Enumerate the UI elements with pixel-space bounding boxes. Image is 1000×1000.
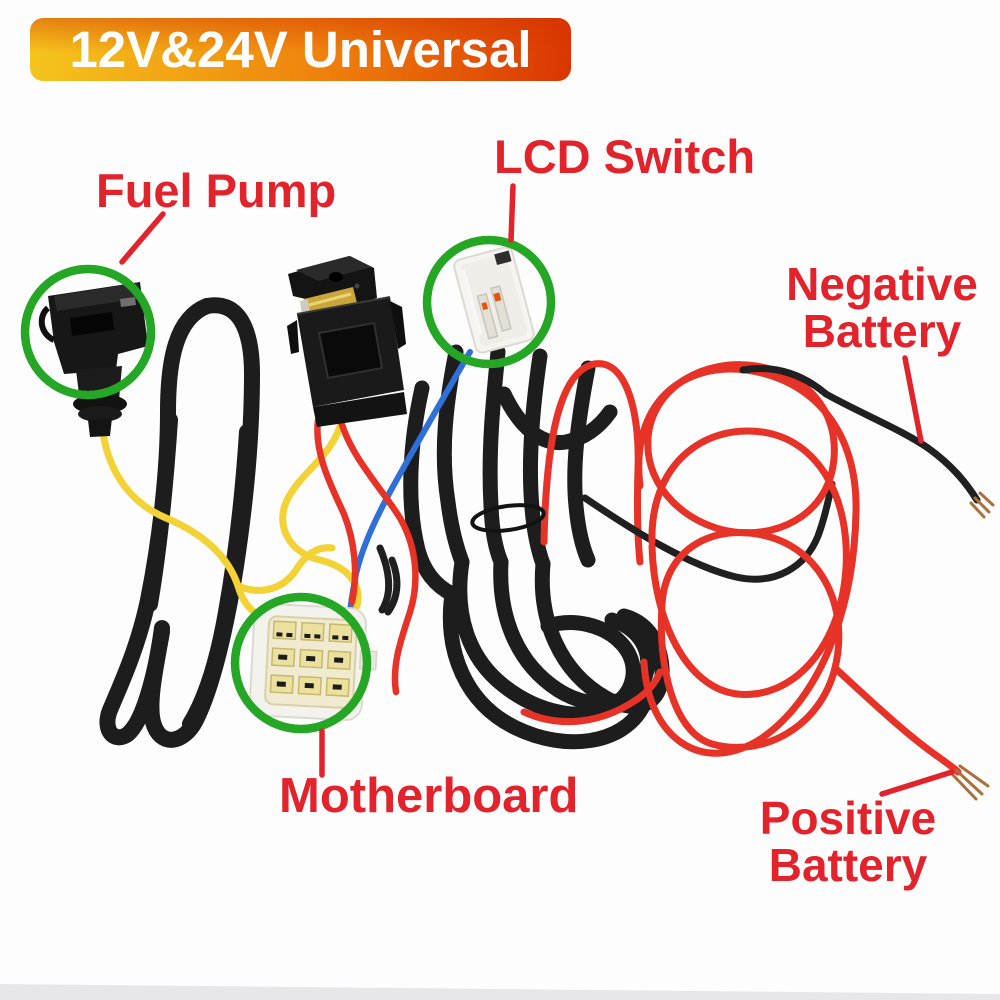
positive-battery-label: Positive Battery: [737, 792, 959, 892]
fuse-holder-base: [313, 392, 407, 427]
positive-battery-pointer-line: [879, 769, 955, 797]
negative-battery-label: Negative Battery: [771, 258, 993, 358]
red-wire: [336, 414, 419, 696]
pin-slot: [342, 635, 349, 641]
motherboard-circle: [230, 592, 372, 734]
pin-slot: [306, 655, 316, 662]
positive-battery-label-line2: Battery: [768, 839, 928, 892]
negative-battery-label-line2: Battery: [802, 305, 962, 358]
lcd-connector-sheen: [460, 268, 483, 336]
black-wire: [376, 544, 393, 614]
pin-slot: [332, 684, 342, 690]
negative-wire-tip: [969, 491, 995, 519]
negative-battery-wire: [739, 365, 830, 398]
pin-slots: [276, 632, 349, 690]
positive-battery-label-line1: Positive: [759, 792, 937, 844]
red-wire: [314, 416, 359, 606]
fuse-holder-hole: [329, 272, 343, 282]
fuel-pump-connector-top: [54, 283, 141, 311]
red-coil-entry: [520, 668, 664, 726]
fuel-pump-connector-pin: [120, 297, 136, 307]
red-wire-arch: [540, 360, 644, 566]
pin-cell: [328, 623, 353, 644]
lcd-switch-label: LCD Switch: [494, 130, 756, 183]
harness-strand: [182, 424, 255, 732]
lcd-switch-pointer-line: [508, 183, 516, 243]
pin-slot: [314, 634, 321, 639]
copper-strand: [958, 764, 990, 788]
copper-strand: [969, 501, 986, 519]
bundle-strand: [403, 380, 460, 602]
fuel-pump-circle: [20, 264, 156, 400]
fuse-holder: [287, 256, 407, 427]
lcd-switch-circle: [422, 235, 556, 369]
bundle-strand: [482, 344, 509, 570]
fuel-pump-label: Fuel Pump: [96, 164, 337, 217]
red-coil-loop: [635, 365, 860, 757]
red-coil-loop: [657, 528, 843, 751]
copper-strand: [954, 768, 984, 796]
banner: 12V&24V Universal: [30, 18, 571, 81]
pin-slot: [286, 632, 293, 638]
blade-fuse-highlight: [308, 292, 352, 307]
lcd-connector-terminal: [481, 302, 489, 311]
copper-strand: [978, 491, 995, 507]
pin-slot: [332, 635, 339, 640]
fuel-pump-connector-slot: [70, 312, 114, 336]
bundle-loop: [493, 554, 656, 711]
pin-slot: [276, 681, 286, 687]
negative-battery-pointer-line: [902, 355, 924, 444]
pin-slot: [334, 657, 344, 663]
center-wire-bundle: [403, 344, 670, 750]
fuel-pump-connector: [38, 282, 148, 437]
copper-strand: [973, 496, 991, 514]
bundle-strand: [496, 386, 618, 451]
fuel-pump-connector-clip: [38, 305, 56, 343]
pin-cell: [272, 620, 297, 641]
motherboard-label: Motherboard: [279, 769, 579, 823]
negative-battery-label-line1: Negative: [786, 258, 978, 310]
copper-strand: [951, 773, 978, 801]
fuel-pump-pointer-line: [119, 211, 166, 265]
fuse-holder-fin: [390, 301, 406, 349]
pin-slot: [304, 682, 314, 689]
left-harness-loop: [99, 297, 261, 748]
wire-tie: [470, 503, 546, 533]
pin-slot: [276, 632, 283, 637]
fuel-pump-connector-stub: [88, 418, 112, 437]
positive-battery-wire: [831, 664, 962, 776]
red-battery-wire-coil: [520, 361, 860, 757]
fuse-holder-lid-top: [296, 256, 372, 281]
fuse-holder-edge: [296, 296, 391, 315]
red-coil-loop: [648, 427, 850, 698]
fuse-holder-fin: [287, 320, 299, 354]
pin-slot: [304, 633, 311, 639]
fuel-pump-connector-ring: [78, 406, 122, 422]
negative-battery-wire-lower: [581, 480, 836, 583]
lcd-connector-terminal: [493, 292, 502, 302]
motherboard-connector: [248, 602, 378, 722]
fuel-pump-yellow-wire: [98, 420, 272, 619]
bottom-surface-edge: [0, 984, 1000, 1000]
fuse-holder-dot: [354, 283, 360, 289]
bundle-loop: [442, 586, 650, 750]
bundle-strand: [567, 360, 596, 568]
black-wire: [384, 556, 401, 616]
negative-battery-wire: [822, 390, 981, 504]
harness-strand: [99, 298, 215, 746]
pin-cell: [300, 621, 325, 642]
yellow-wire: [234, 544, 336, 594]
bundle-strand: [522, 348, 551, 572]
banner-text: 12V&24V Universal: [69, 21, 532, 78]
pin-slot: [278, 654, 288, 660]
harness-strand: [142, 412, 178, 612]
fuse-holder-recess: [317, 321, 384, 380]
lcd-switch-connector: [453, 246, 535, 354]
positive-wire-tip: [951, 764, 990, 801]
blade-fuse: [304, 287, 357, 315]
lcd-connector-latch: [494, 250, 512, 266]
